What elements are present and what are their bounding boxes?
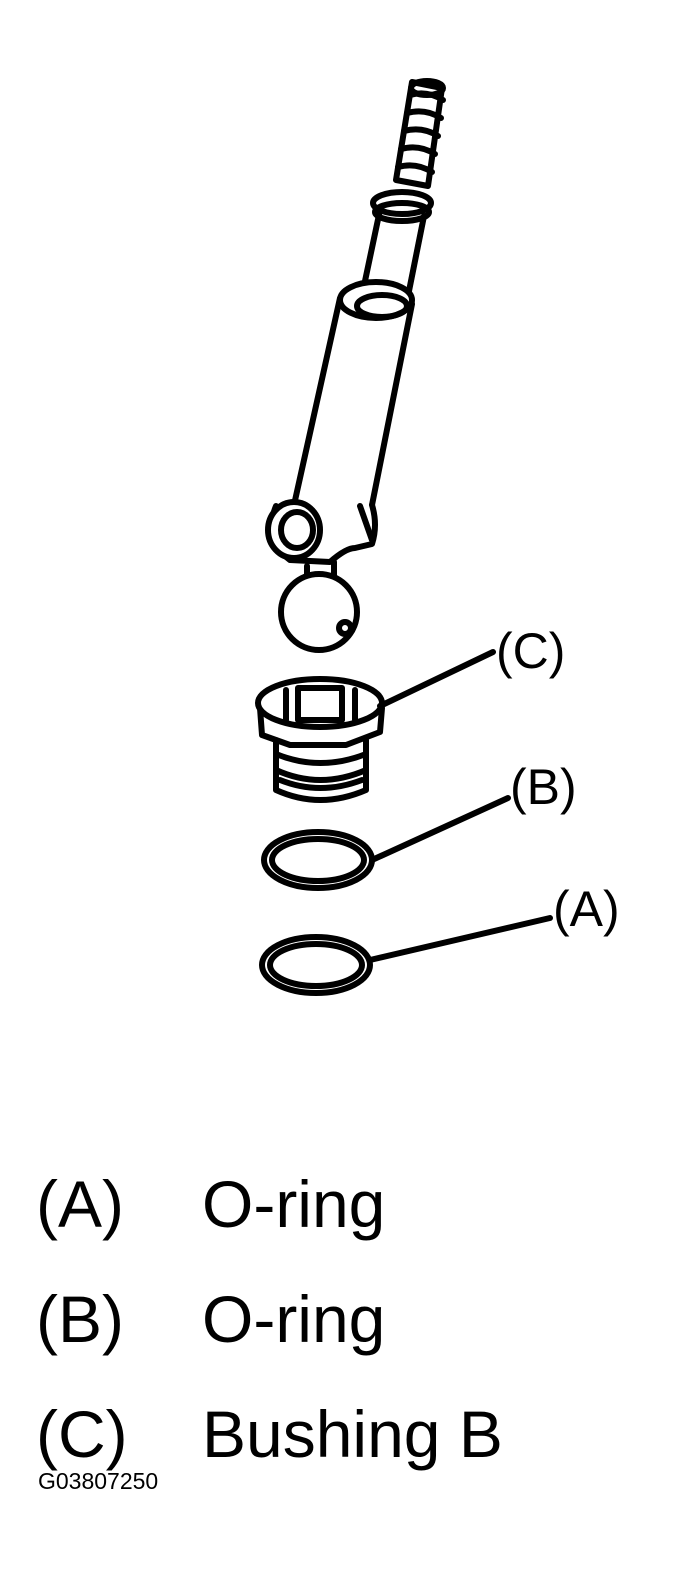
shaft-tube (291, 279, 415, 508)
legend-key: (C) (36, 1396, 128, 1471)
shaft-collar (370, 189, 434, 224)
callout-label-a: (A) (553, 881, 620, 937)
bushing-b (255, 676, 385, 803)
leader-line-b (369, 795, 511, 863)
exploded-view-illustration (255, 78, 553, 996)
legend-key: (B) (36, 1281, 124, 1356)
shaft-yoke (265, 499, 378, 565)
o-ring-b (261, 829, 375, 891)
callout-label-b: (B) (510, 759, 577, 815)
legend-value: Bushing B (202, 1396, 503, 1471)
figure-code: G03807250 (38, 1468, 159, 1494)
callout-label-c: (C) (496, 623, 566, 679)
leader-line-c (377, 649, 496, 709)
legend-row-a: (A) O-ring (36, 1146, 656, 1261)
parts-legend: (A) O-ring (B) O-ring (C) Bushing B (36, 1146, 656, 1491)
legend-key: (A) (36, 1166, 124, 1241)
o-ring-a (259, 934, 373, 996)
ball-joint (278, 559, 360, 653)
legend-row-c: (C) Bushing B (36, 1376, 656, 1491)
legend-value: O-ring (202, 1281, 386, 1356)
legend-row-b: (B) O-ring (36, 1261, 656, 1376)
legend-value: O-ring (202, 1166, 386, 1241)
leader-line-a (367, 915, 553, 963)
shaft-threaded-tip (393, 78, 446, 189)
